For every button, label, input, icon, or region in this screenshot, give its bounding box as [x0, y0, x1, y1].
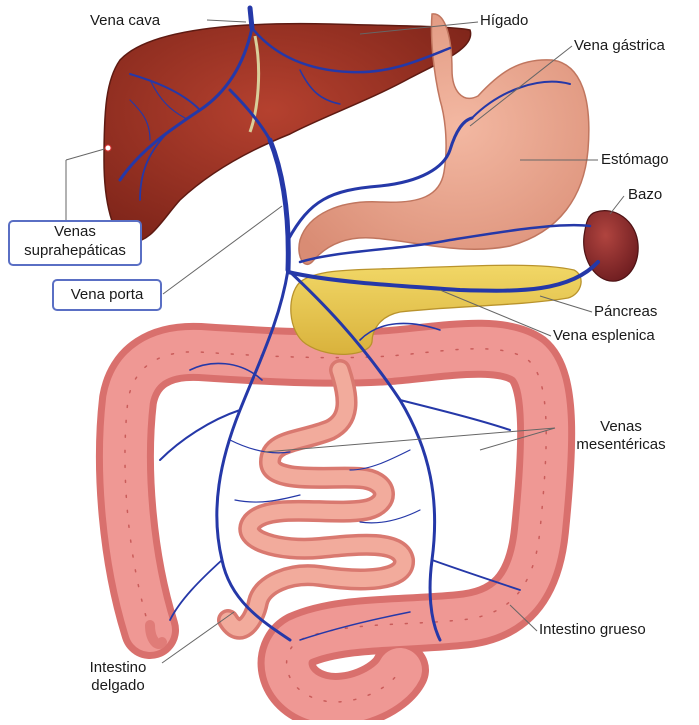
- spleen: [583, 210, 639, 282]
- stomach: [298, 13, 590, 265]
- label-higado: Hígado: [480, 12, 529, 29]
- pancreas: [290, 264, 582, 355]
- label-vena-porta: Vena porta: [52, 279, 162, 311]
- label-venas-mesentericas-line2: mesentéricas: [576, 436, 666, 453]
- leader-lines: [65, 19, 625, 664]
- label-venas-mesentericas: Venas mesentéricas: [558, 418, 684, 454]
- colon: [95, 319, 576, 725]
- label-venas-suprahepaticas-line2: suprahepáticas: [24, 242, 126, 259]
- label-bazo: Bazo: [628, 186, 663, 203]
- label-venas-mesentericas-line1: Venas: [600, 418, 642, 435]
- label-vena-esplenica: Vena esplenica: [553, 327, 655, 344]
- label-intestino-delgado-line2: delgado: [91, 677, 145, 694]
- label-venas-suprahepaticas-line1: Venas: [54, 223, 96, 240]
- marker-dot: [104, 144, 112, 152]
- liver: [103, 22, 472, 243]
- label-vena-gastrica: Vena gástrica: [574, 37, 665, 54]
- label-venas-suprahepaticas: Venas suprahepáticas: [8, 220, 142, 266]
- label-intestino-grueso: Intestino grueso: [539, 621, 646, 638]
- small-intestine: [217, 359, 415, 640]
- label-intestino-delgado-line1: Intestino: [89, 659, 147, 676]
- label-pancreas: Páncreas: [594, 303, 658, 320]
- portal-venous-system: [118, 5, 600, 642]
- label-estomago: Estómago: [601, 151, 669, 168]
- label-vena-cava: Vena cava: [90, 12, 161, 29]
- label-intestino-delgado: Intestino delgado: [72, 659, 164, 695]
